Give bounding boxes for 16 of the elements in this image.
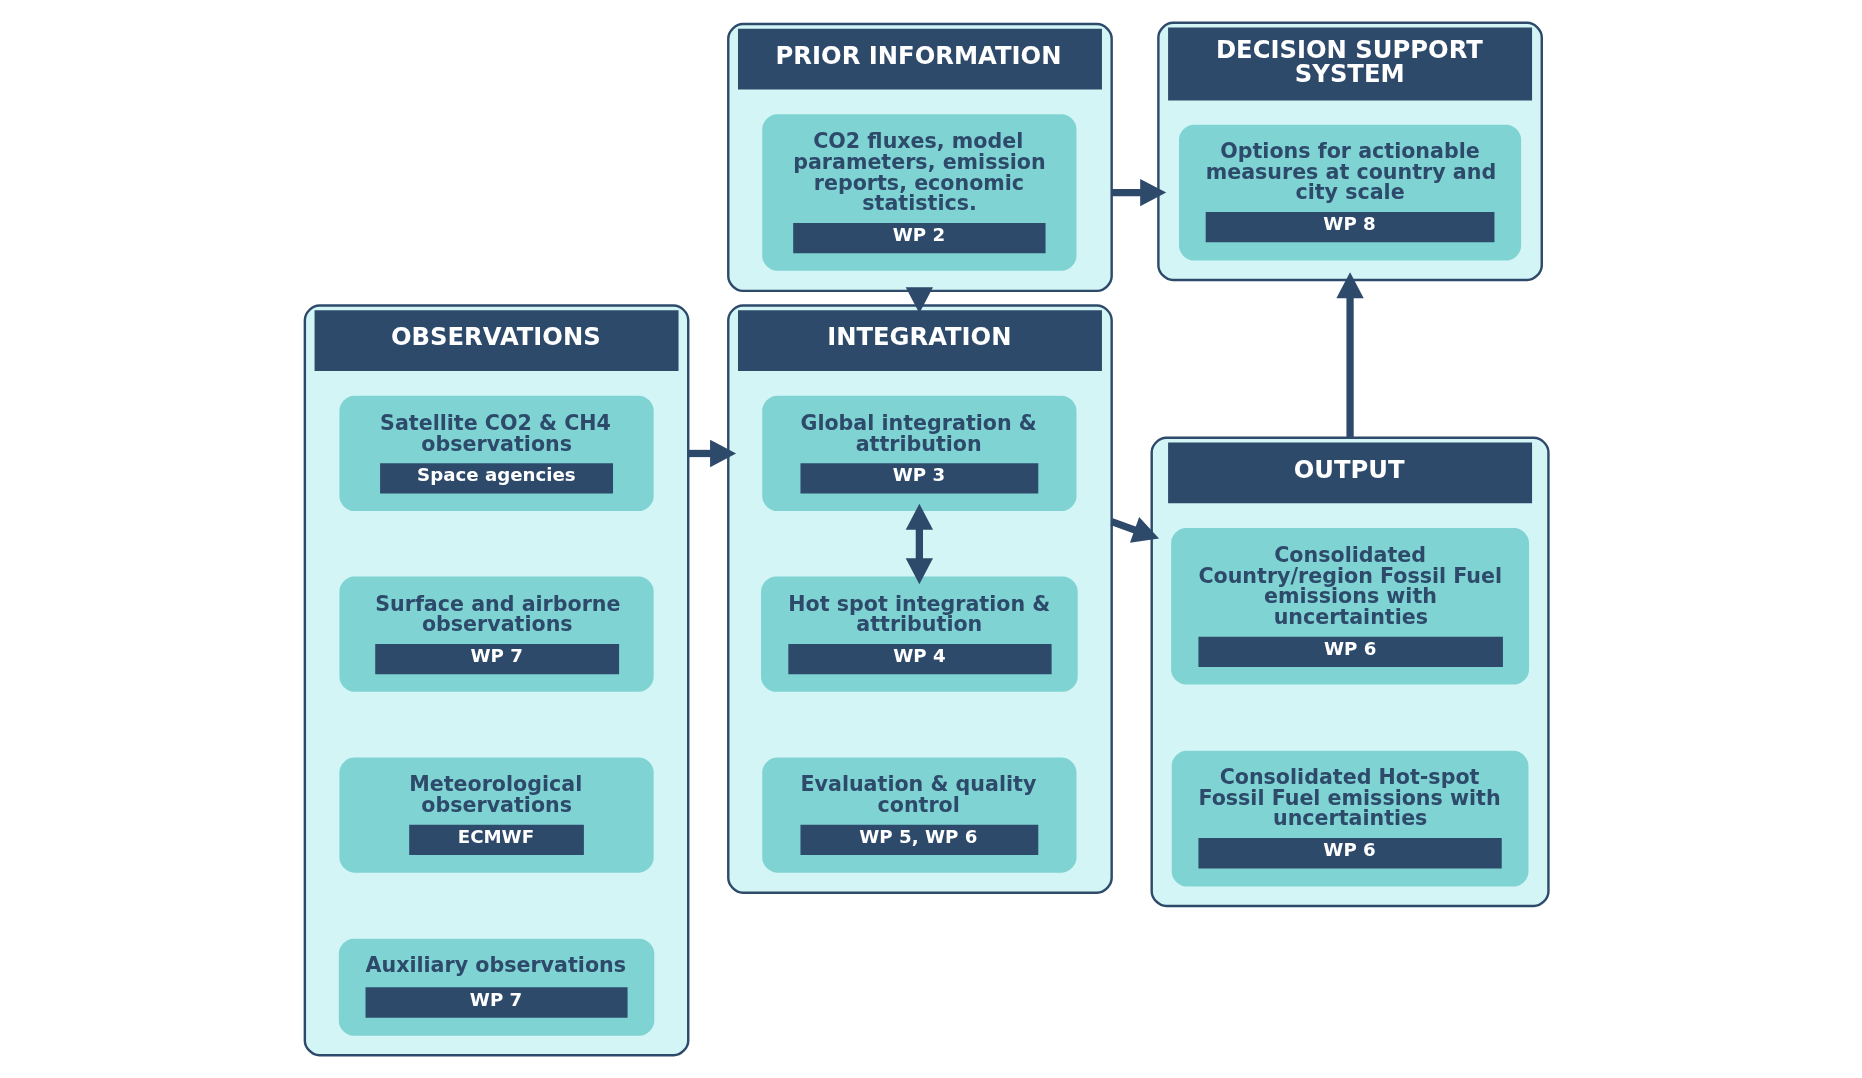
arrow <box>687 439 736 468</box>
node-box: Global integration & attribution WP 3 <box>761 395 1076 512</box>
node-box: Satellite CO2 & CH4 observations Space agencies <box>338 395 654 512</box>
node-box: Options for actionable measures at country and city scale WP 8 <box>1178 124 1521 261</box>
node-box: Consolidated Hot-spot Fossil Fuel emissions with uncertainties WP 6 <box>1171 750 1528 887</box>
arrow <box>1111 178 1166 207</box>
node-box: Consolidated Country/region Fossil Fuel emissions with uncertainties WP 6 <box>1170 528 1529 685</box>
arrow <box>1109 516 1159 543</box>
node-box: Hot spot integration & attribution WP 4 <box>760 576 1078 692</box>
node-box: Auxiliary observations WP 7 <box>338 938 654 1036</box>
node-box: Surface and airborne observations WP 7 <box>338 576 654 692</box>
node-box: CO2 fluxes, model parameters, emission reports, economic statistics. WP 2 <box>761 114 1076 271</box>
node-box: Evaluation & quality control WP 5, WP 6 <box>761 757 1076 873</box>
arrow <box>1335 272 1364 438</box>
node-box: Meteorological observations ECMWF <box>338 757 654 873</box>
arrow <box>905 503 933 585</box>
